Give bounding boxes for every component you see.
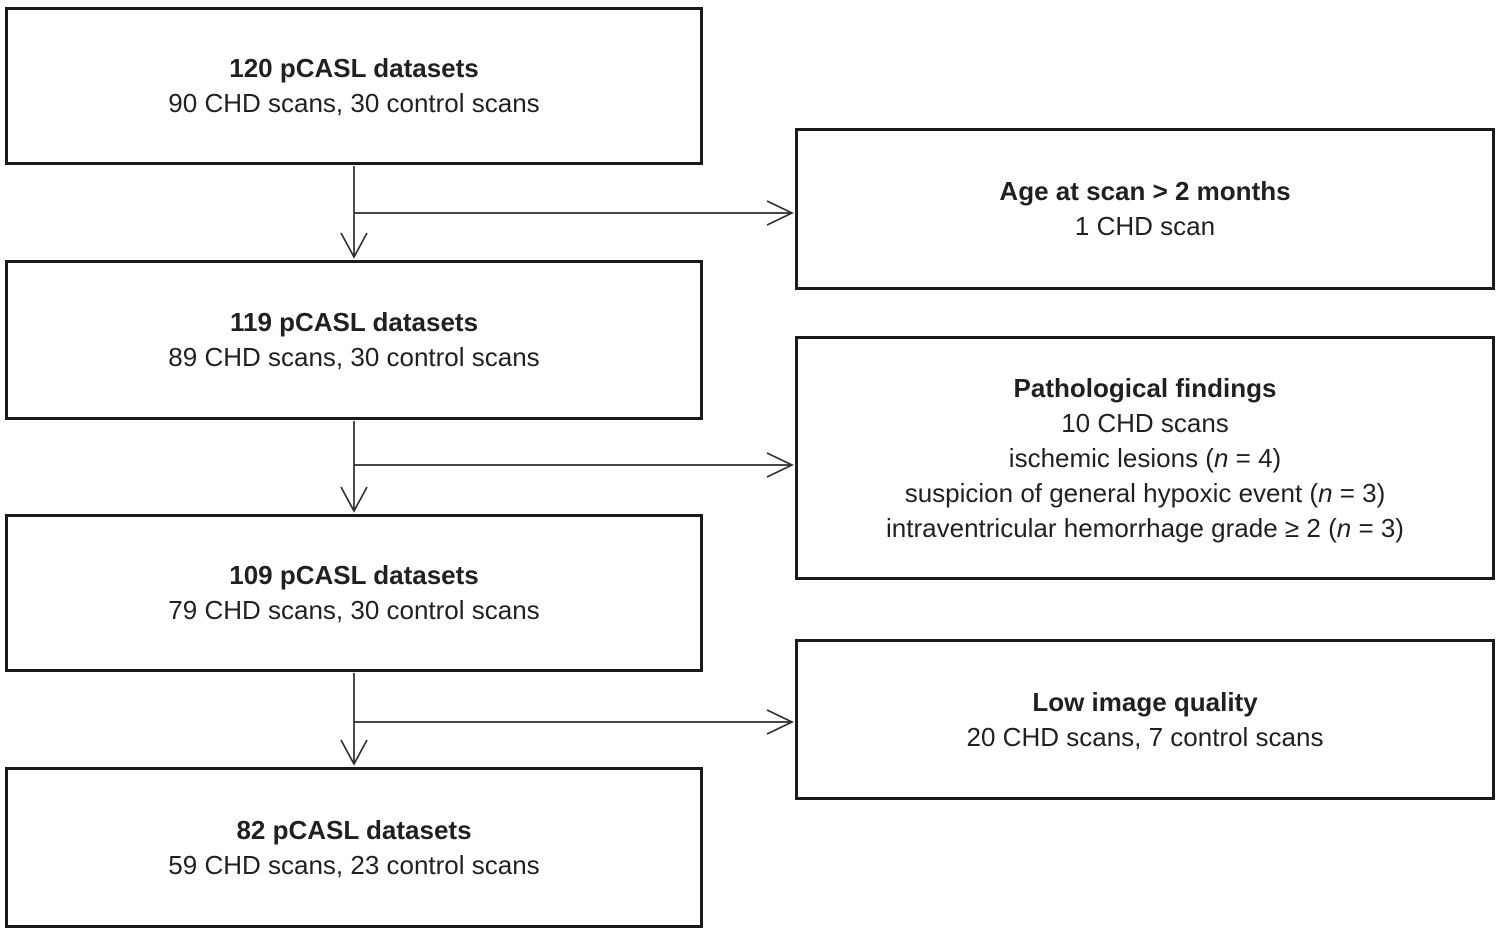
exclusion-box-line: 20 CHD scans, 7 control scans xyxy=(966,721,1324,752)
flow-box-detail: 59 CHD scans, 23 control scans xyxy=(168,849,540,880)
arrow-right-icon xyxy=(354,200,794,226)
exclusion-box-line: 10 CHD scans xyxy=(1061,407,1229,438)
flow-box-120-datasets: 120 pCASL datasets 90 CHD scans, 30 cont… xyxy=(5,7,703,165)
flow-box-119-datasets: 119 pCASL datasets 89 CHD scans, 30 cont… xyxy=(5,260,703,420)
flow-box-title: 82 pCASL datasets xyxy=(236,814,472,845)
exclusion-box-line: 1 CHD scan xyxy=(1074,211,1216,241)
exclusion-box-age-at-scan: Age at scan > 2 months 1 CHD scan xyxy=(795,128,1495,290)
arrow-down-icon xyxy=(340,421,368,513)
flow-box-109-datasets: 109 pCASL datasets 79 CHD scans, 30 cont… xyxy=(5,514,703,672)
flow-box-title: 119 pCASL datasets xyxy=(229,307,479,337)
exclusion-box-title: Low image quality xyxy=(1032,686,1258,717)
flow-box-detail: 90 CHD scans, 30 control scans xyxy=(168,88,540,118)
exclusion-box-line: ischemic lesions (n = 4) xyxy=(1008,442,1282,473)
arrow-right-icon xyxy=(354,452,794,478)
flow-box-82-datasets: 82 pCASL datasets 59 CHD scans, 23 contr… xyxy=(5,767,703,928)
flow-box-title: 120 pCASL datasets xyxy=(229,53,479,83)
exclusion-box-pathological-findings: Pathological findings 10 CHD scans ische… xyxy=(795,336,1495,580)
exclusion-box-line: suspicion of general hypoxic event (n = … xyxy=(904,477,1386,508)
exclusion-box-low-image-quality: Low image quality 20 CHD scans, 7 contro… xyxy=(795,639,1495,800)
flow-box-detail: 79 CHD scans, 30 control scans xyxy=(168,595,540,625)
exclusion-box-title: Age at scan > 2 months xyxy=(999,176,1291,206)
flow-box-detail: 89 CHD scans, 30 control scans xyxy=(168,342,540,372)
flow-box-title: 109 pCASL datasets xyxy=(229,560,479,590)
exclusion-box-line: intraventricular hemorrhage grade ≥ 2 (n… xyxy=(886,512,1404,543)
arrow-right-icon xyxy=(354,709,794,735)
arrow-down-icon xyxy=(340,166,368,259)
arrow-down-icon xyxy=(340,673,368,766)
exclusion-box-title: Pathological findings xyxy=(1013,372,1277,403)
